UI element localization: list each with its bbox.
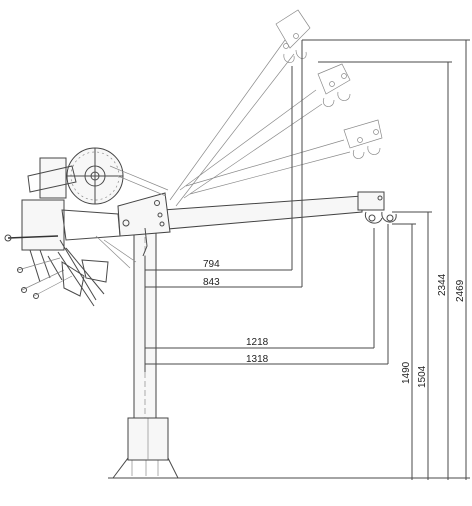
dimension-label-794: 794 (203, 259, 220, 270)
dimension-label-1218: 1218 (246, 337, 269, 348)
dimension-label-843: 843 (203, 277, 220, 288)
winch-frame (4, 157, 137, 307)
dimension-lines (144, 39, 470, 480)
dimension-label-2344: 2344 (437, 273, 448, 296)
dimension-label-1318: 1318 (246, 354, 269, 365)
boom-position-3 (185, 119, 383, 195)
boom-head-bracket (357, 191, 397, 224)
boom-position-1 (169, 9, 311, 207)
dimension-label-1490: 1490 (401, 361, 412, 384)
dimension-label-1504: 1504 (417, 365, 428, 388)
cable-to-boom (109, 165, 169, 197)
dimension-label-2469: 2469 (455, 279, 466, 302)
boom-position-2 (179, 63, 351, 199)
mast-sleeve (127, 417, 169, 461)
winch-drum (66, 147, 124, 205)
base-plate (108, 457, 470, 479)
